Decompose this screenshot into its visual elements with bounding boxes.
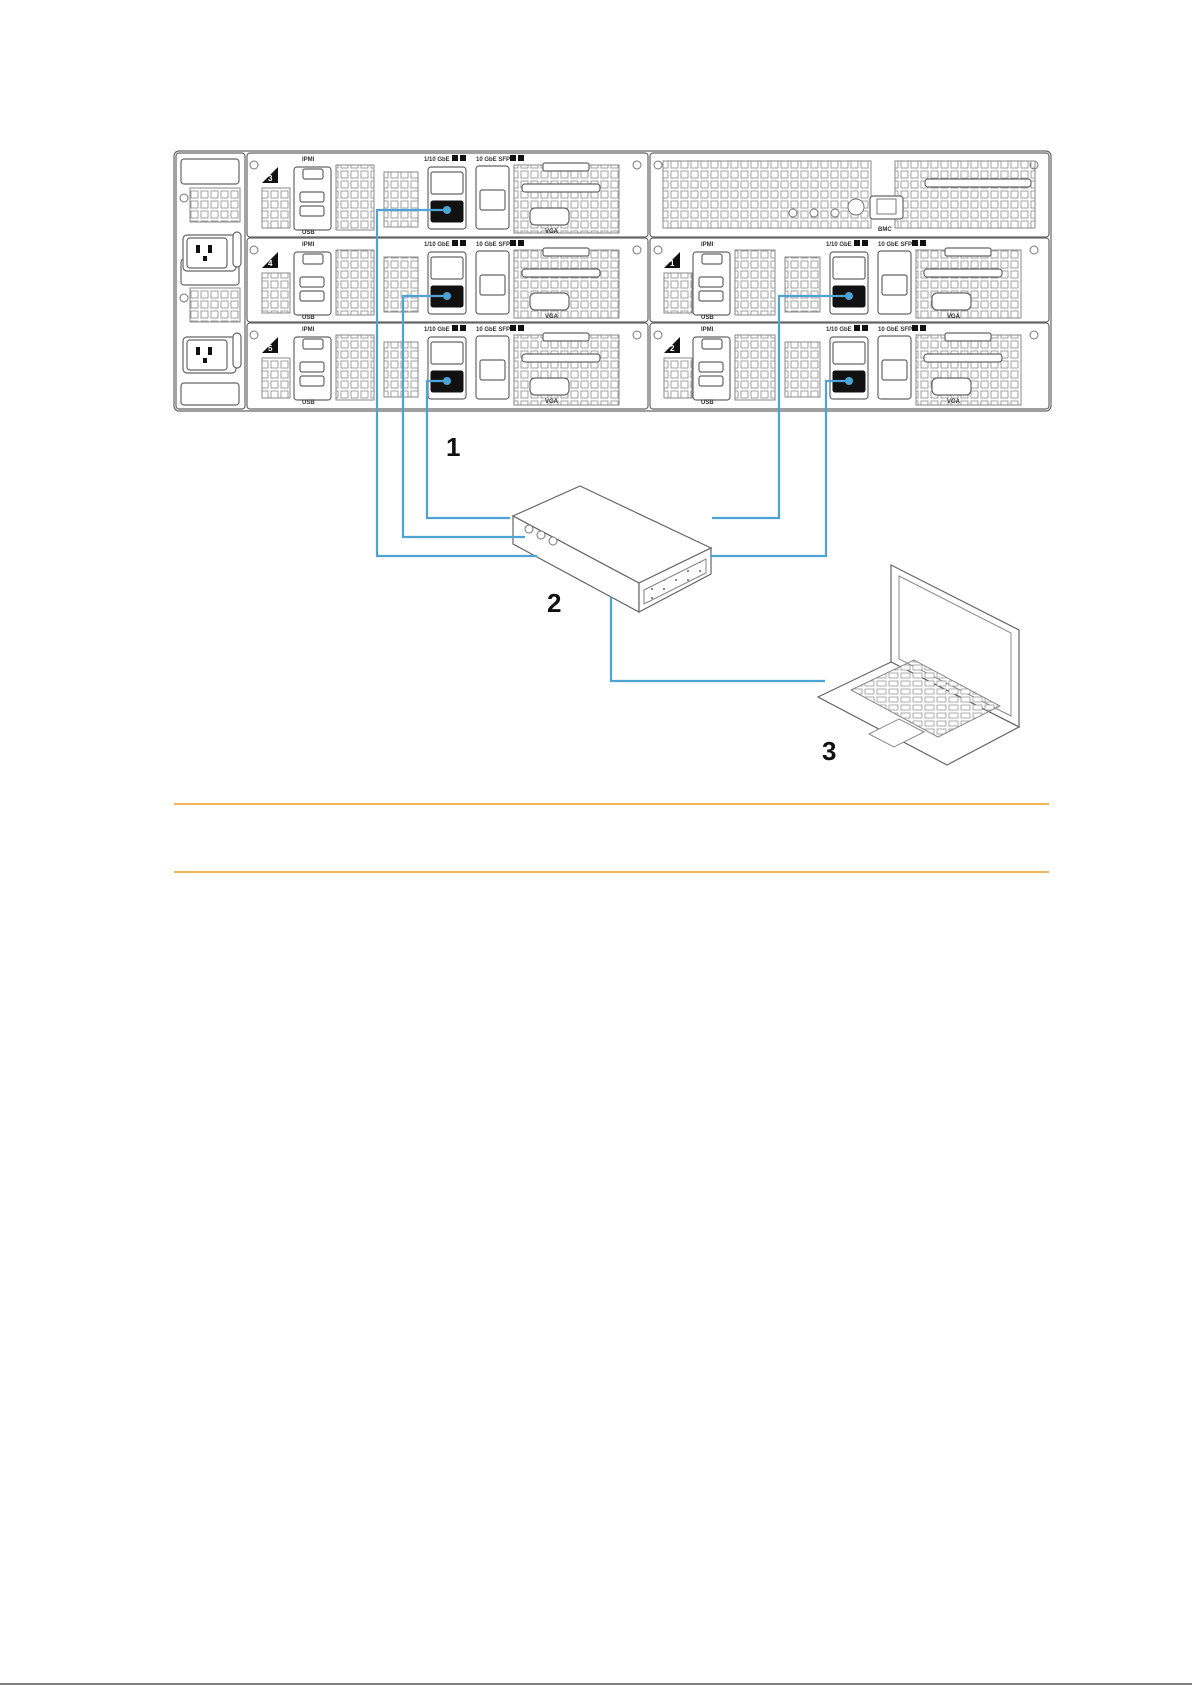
usb-label: USB: [302, 230, 315, 236]
usb-label: USB: [701, 400, 714, 406]
laptop: [818, 565, 1019, 765]
usb-label: USB: [302, 315, 315, 321]
ipmi-label: IPMI: [302, 242, 315, 248]
vga-port-node-4[interactable]: [530, 293, 569, 310]
gbe-label: 1/10 GbE: [424, 242, 450, 248]
switch-led-icon: [537, 531, 545, 539]
usb-label: USB: [701, 315, 714, 321]
vga-label: VGA: [947, 399, 961, 405]
sfp-label: 10 GbE SFP+: [476, 242, 514, 248]
node-5-panel: 5 IPMI USB 1/10 GbE 10 GbE SFP+: [247, 323, 648, 409]
ipmi-label: IPMI: [701, 327, 714, 333]
node-4-panel: 4 IPMI USB 1/10 GbE 10 GbE SFP+: [247, 238, 648, 322]
node-3-panel: 3 IPMI USB 1/10 GbE 10 GbE SFP+: [247, 153, 648, 237]
server-chassis: 3 IPMI USB 1/10 GbE 10 GbE SFP+: [174, 151, 1051, 411]
switch-led-icon: [525, 525, 533, 533]
management-panel: BMC: [650, 153, 1049, 237]
network-switch: [513, 486, 711, 612]
sfp-label: 10 GbE SFP+: [878, 327, 916, 333]
node-number-5: 5: [268, 344, 273, 353]
vga-label: VGA: [545, 229, 559, 235]
vga-label: VGA: [947, 314, 961, 320]
sfp-label: 10 GbE SFP+: [476, 327, 514, 333]
vga-label: VGA: [545, 399, 559, 405]
callout-1: 1: [446, 432, 460, 462]
node-number-1: 1: [670, 259, 675, 268]
ipmi-label: IPMI: [701, 242, 714, 248]
ipmi-label: IPMI: [302, 157, 315, 163]
ipmi-label: IPMI: [302, 327, 315, 333]
gbe-label: 1/10 GbE: [424, 157, 450, 163]
power-supply-area: [176, 153, 245, 409]
vga-port-node-1[interactable]: [932, 293, 971, 310]
sfp-label: 10 GbE SFP+: [476, 157, 514, 163]
gbe-label: 1/10 GbE: [826, 242, 852, 248]
vga-port-node-5[interactable]: [530, 378, 569, 395]
gbe-label: 1/10 GbE: [826, 327, 852, 333]
node-number-4: 4: [268, 259, 273, 268]
callout-2: 2: [547, 588, 561, 618]
node-2-panel: 2 IPMI USB 1/10 GbE 10 GbE SFP+: [650, 323, 1049, 409]
callout-3: 3: [822, 736, 836, 766]
vga-label: VGA: [545, 314, 559, 320]
vga-port-node-3[interactable]: [530, 208, 569, 225]
vga-port-node-2[interactable]: [932, 378, 971, 395]
node-1-panel: 1 IPMI USB 1/10 GbE 10 GbE SFP+: [650, 238, 1049, 322]
node-number-2: 2: [670, 344, 675, 353]
sfp-label: 10 GbE SFP+: [878, 242, 916, 248]
node-number-3: 3: [268, 174, 273, 183]
bmc-label: BMC: [878, 227, 892, 233]
gbe-label: 1/10 GbE: [424, 327, 450, 333]
switch-led-icon: [549, 537, 557, 545]
usb-label: USB: [302, 400, 315, 406]
